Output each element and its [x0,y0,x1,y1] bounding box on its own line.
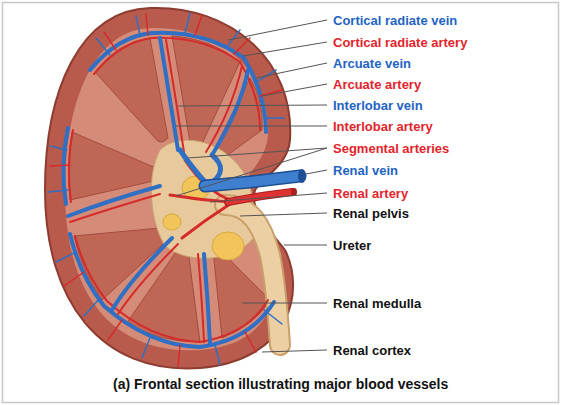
part-label: Interlobar artery [333,119,433,134]
part-label: Arcuate artery [333,77,421,92]
part-label: Ureter [333,238,371,253]
part-label: Renal cortex [333,343,411,358]
part-label: Arcuate vein [333,56,411,71]
part-label: Renal medulla [333,296,421,311]
part-label: Renal artery [333,186,408,201]
part-label: Segmental arteries [333,141,449,156]
figure-caption: (a) Frontal section illustrating major b… [113,376,448,392]
part-label: Interlobar vein [333,98,423,113]
part-label: Renal vein [333,163,398,178]
part-label: Renal pelvis [333,206,409,221]
part-label: Cortical radiate vein [333,13,457,28]
part-label: Cortical radiate artery [333,35,467,50]
